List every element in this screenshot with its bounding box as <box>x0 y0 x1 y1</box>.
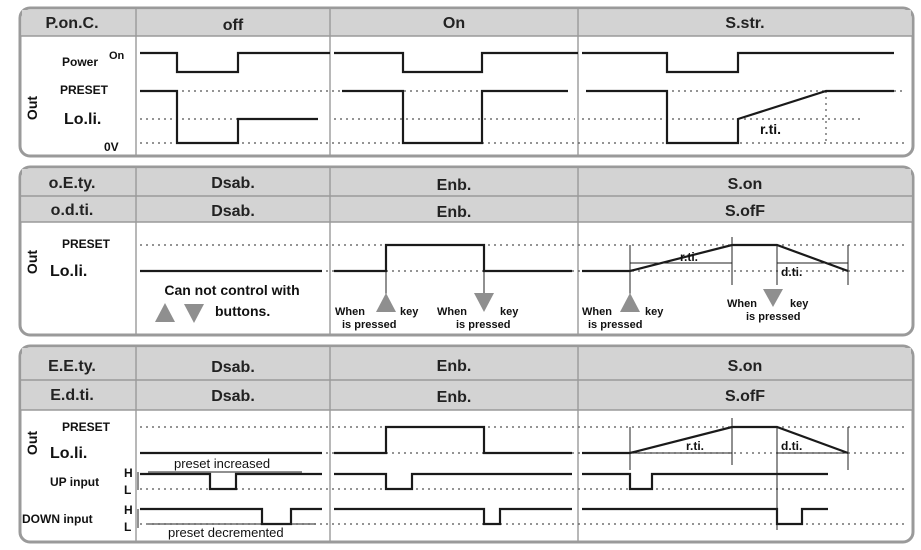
key-text-4: key <box>790 298 809 310</box>
odti-soff: S.ofF <box>725 203 765 220</box>
zero-v-label: 0V <box>104 140 119 154</box>
when-text-4: When <box>727 298 757 310</box>
power-signal-on <box>334 51 578 74</box>
is-pressed-text-2: is pressed <box>456 319 510 331</box>
oety-dsab: Dsab. <box>211 175 255 192</box>
up-input-signal-dsab <box>140 472 322 491</box>
down-arrow-icon <box>474 293 494 312</box>
up-h-label: H <box>124 466 133 480</box>
panel-power-on-control: P.on.C. off On S.str. Out Power On PRESE… <box>18 6 915 158</box>
col-off-label: off <box>223 17 244 34</box>
col-on-label: On <box>443 15 465 32</box>
is-pressed-text-4: is pressed <box>746 311 800 323</box>
out-label-2: Out <box>24 250 40 274</box>
rti-label-1: r.ti. <box>760 121 781 137</box>
oety-label: o.E.ty. <box>49 175 96 192</box>
down-input-signal-son <box>582 507 828 526</box>
down-arrow-icon <box>184 304 204 323</box>
up-l-label: L <box>124 483 131 497</box>
preset-label-1: PRESET <box>60 83 109 97</box>
loli-label-3: Lo.li. <box>50 445 87 462</box>
down-input-signal-enb <box>334 507 572 526</box>
loli-label-2: Lo.li. <box>50 263 87 280</box>
down-arrow-icon <box>763 289 783 307</box>
buttons-text: buttons. <box>215 303 270 319</box>
power-signal-sstr <box>582 51 894 74</box>
power-label: Power <box>62 55 98 69</box>
oety-son: S.on <box>728 176 763 193</box>
key-text-1: key <box>400 306 419 318</box>
preset-increased-text: preset increased <box>174 456 270 471</box>
when-text-2: When <box>437 306 467 318</box>
edti-dsab: Dsab. <box>211 388 255 405</box>
panel-1-header-row <box>22 10 911 36</box>
out3-signal-enb <box>334 425 572 455</box>
odti-dsab: Dsab. <box>211 203 255 220</box>
rti-label-3: r.ti. <box>686 439 704 453</box>
panel-3-header-rows <box>22 348 911 410</box>
eety-son: S.on <box>728 358 763 375</box>
down-l-label: L <box>124 520 131 534</box>
out2-signal-enb <box>334 243 572 273</box>
up-input-label: UP input <box>50 475 99 489</box>
power-signal-off <box>140 51 330 74</box>
dti-label-3: d.ti. <box>781 439 802 453</box>
power-on-label: On <box>109 50 125 62</box>
down-input-label: DOWN input <box>22 512 93 526</box>
preset-decremented-text: preset decremented <box>168 525 284 540</box>
key-text-3: key <box>645 306 664 318</box>
eety-enb: Enb. <box>437 358 472 375</box>
eety-dsab: Dsab. <box>211 359 255 376</box>
up-input-signal-enb <box>334 472 572 491</box>
up-arrow-icon <box>155 303 175 322</box>
oety-enb: Enb. <box>437 177 472 194</box>
rti-label-2: r.ti. <box>680 250 698 264</box>
preset-label-2: PRESET <box>62 237 111 251</box>
when-text-1: When <box>335 306 365 318</box>
out-label-3: Out <box>24 431 40 455</box>
col-sstr-label: S.str. <box>725 15 764 32</box>
eety-label: E.E.ty. <box>48 358 96 375</box>
odti-label: o.d.ti. <box>51 202 94 219</box>
preset-label-3: PRESET <box>62 420 111 434</box>
panel-output-enable: o.E.ty. Dsab. Enb. S.on o.d.ti. Dsab. En… <box>18 165 915 337</box>
key-text-2: key <box>500 306 519 318</box>
out-signal-off <box>140 89 318 145</box>
p-on-c-label: P.on.C. <box>45 15 98 32</box>
odti-enb: Enb. <box>437 204 472 221</box>
up-arrow-icon <box>376 293 396 312</box>
is-pressed-text-3: is pressed <box>588 319 642 331</box>
loli-label-1: Lo.li. <box>64 111 101 128</box>
is-pressed-text-1: is pressed <box>342 319 396 331</box>
edti-enb: Enb. <box>437 389 472 406</box>
dti-label-2: d.ti. <box>781 265 802 279</box>
up-arrow-icon <box>620 293 640 312</box>
out-signal-on <box>342 89 568 145</box>
out-label-1: Out <box>24 96 40 120</box>
edti-label: E.d.ti. <box>50 387 94 404</box>
out-signal-sstr <box>586 89 894 145</box>
panel-external-enable: E.E.ty. Dsab. Enb. S.on E.d.ti. Dsab. En… <box>18 344 915 544</box>
down-h-label: H <box>124 503 133 517</box>
cannot-control-text: Can not control with <box>164 282 299 298</box>
edti-soff: S.ofF <box>725 388 765 405</box>
up-input-signal-son <box>582 472 828 491</box>
when-text-3: When <box>582 306 612 318</box>
